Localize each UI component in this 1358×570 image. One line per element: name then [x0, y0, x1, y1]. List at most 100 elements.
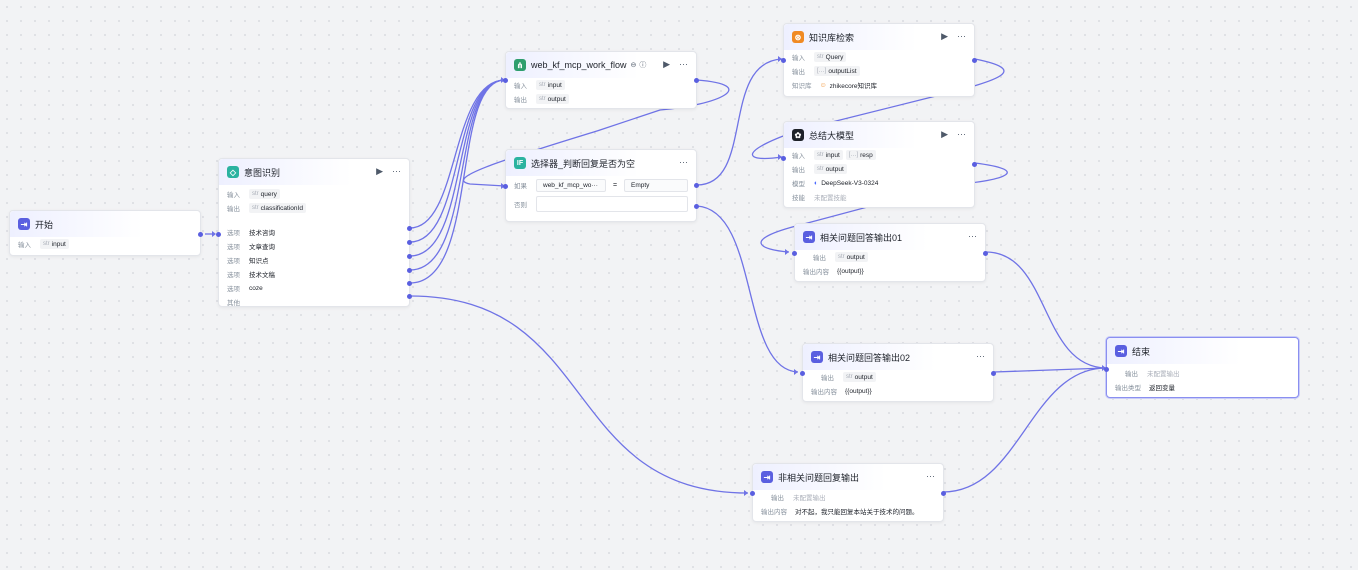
option-row: 选项文章查询 — [227, 244, 275, 251]
run-icon[interactable]: ▶ — [941, 31, 948, 41]
edge-intent-opt2-workflow — [409, 79, 506, 243]
else-box[interactable] — [536, 196, 688, 212]
option-row-other: 其他 — [227, 300, 240, 307]
more-icon[interactable]: ··· — [968, 231, 977, 241]
option-row: 选项技术文稿 — [227, 272, 275, 279]
edge-intent-opt1-workflow — [409, 79, 506, 229]
skill-value: 未配置技能 — [814, 195, 847, 202]
condition-box[interactable]: web_kf_mcp_wo··· = Empty — [536, 178, 688, 192]
else-port[interactable] — [694, 204, 699, 209]
field-label: 输出 — [1125, 371, 1138, 378]
more-icon[interactable]: ··· — [926, 471, 935, 481]
more-icon[interactable]: ··· — [976, 351, 985, 361]
field-label: 输出 — [792, 167, 805, 174]
condition-operator: = — [612, 181, 618, 189]
field-label: 技能 — [792, 195, 805, 202]
if-port[interactable] — [694, 183, 699, 188]
kb-name: zhikecore知识库 — [829, 83, 877, 90]
option-port[interactable] — [407, 281, 412, 286]
more-icon[interactable]: ··· — [957, 129, 966, 139]
output-icon: ⇥ — [811, 351, 823, 363]
input-port[interactable] — [781, 156, 786, 161]
field-label: 输入 — [514, 83, 527, 90]
field-label: 知识库 — [792, 83, 812, 90]
field-label: 输入 — [792, 153, 805, 160]
input-port[interactable] — [216, 232, 221, 237]
more-icon[interactable]: ··· — [392, 166, 401, 176]
option-port[interactable] — [407, 254, 412, 259]
output-port[interactable] — [972, 58, 977, 63]
run-icon[interactable]: ▶ — [663, 59, 670, 69]
output-port[interactable] — [983, 251, 988, 256]
edge-out02-end — [993, 367, 1107, 373]
edge-workflow-selector — [462, 79, 730, 187]
option-port[interactable] — [407, 240, 412, 245]
field-label: 输入 — [18, 242, 31, 249]
field-label: 输入 — [227, 192, 240, 199]
field-label: 输出 — [813, 255, 826, 262]
run-icon[interactable]: ▶ — [376, 166, 383, 176]
model-icon: ◐ — [814, 179, 819, 187]
model-name: DeepSeek-V3-0324 — [821, 179, 879, 187]
llm-icon: ✿ — [792, 129, 804, 141]
field-label: 否则 — [514, 202, 527, 209]
node-title: 知识库检索 — [809, 32, 855, 43]
output-icon: ⇥ — [761, 471, 773, 483]
more-icon[interactable]: ··· — [679, 157, 688, 167]
node-title: 相关问题回答输出02 — [828, 352, 911, 363]
node-title: web_kf_mcp_work_flow — [531, 60, 627, 70]
field-label: 输出 — [771, 495, 784, 502]
option-port[interactable] — [407, 226, 412, 231]
other-port[interactable] — [407, 294, 412, 299]
nonrelevant-output-node[interactable]: ⇥ 非相关问题回复输出 ··· 输出 未配置输出 输出内容 对不起，我只能回复本… — [750, 463, 946, 522]
field-label: 输出 — [821, 375, 834, 382]
field-label: 输出内容 — [811, 389, 837, 396]
edge-intent-opt3-workflow — [409, 79, 506, 257]
field-label: 输出内容 — [803, 269, 829, 276]
output-value: 未配置输出 — [1147, 371, 1180, 378]
output-content: {{output}} — [837, 267, 864, 275]
input-port[interactable] — [503, 184, 508, 189]
input-port[interactable] — [800, 371, 805, 376]
option-port[interactable] — [407, 268, 412, 273]
node-title: 意图识别 — [244, 167, 281, 178]
input-port[interactable] — [750, 491, 755, 496]
intent-icon: ◇ — [227, 166, 239, 178]
output-port[interactable] — [198, 232, 203, 237]
input-port[interactable] — [503, 78, 508, 83]
selector-node[interactable]: IF 选择器_判断回复是否为空 ··· 如果 web_kf_mcp_wo··· … — [503, 149, 699, 222]
field-label: 如果 — [514, 183, 527, 190]
if-icon: IF — [514, 157, 526, 169]
node-title: 相关问题回答输出01 — [820, 232, 903, 243]
variable-tag: […]resp — [845, 150, 876, 160]
more-icon[interactable]: ··· — [679, 59, 688, 69]
field-label: 输入 — [792, 55, 805, 62]
input-port[interactable] — [1104, 367, 1109, 372]
output-port[interactable] — [941, 491, 946, 496]
node-title: 结束 — [1132, 346, 1151, 357]
more-icon[interactable]: ··· — [957, 31, 966, 41]
field-label: 模型 — [792, 181, 805, 188]
output-value: 未配置输出 — [793, 495, 826, 502]
output-port[interactable] — [694, 78, 699, 83]
run-icon[interactable]: ▶ — [941, 129, 948, 139]
workflow-icon: ⋔ — [514, 59, 526, 71]
end-node[interactable]: ⇥ 结束 输出 未配置输出 输出类型 返回变量 — [1104, 337, 1299, 398]
start-icon: ⇥ — [18, 218, 30, 230]
output-port[interactable] — [972, 162, 977, 167]
input-port[interactable] — [781, 58, 786, 63]
output-port[interactable] — [991, 371, 996, 376]
input-port[interactable] — [792, 251, 797, 256]
